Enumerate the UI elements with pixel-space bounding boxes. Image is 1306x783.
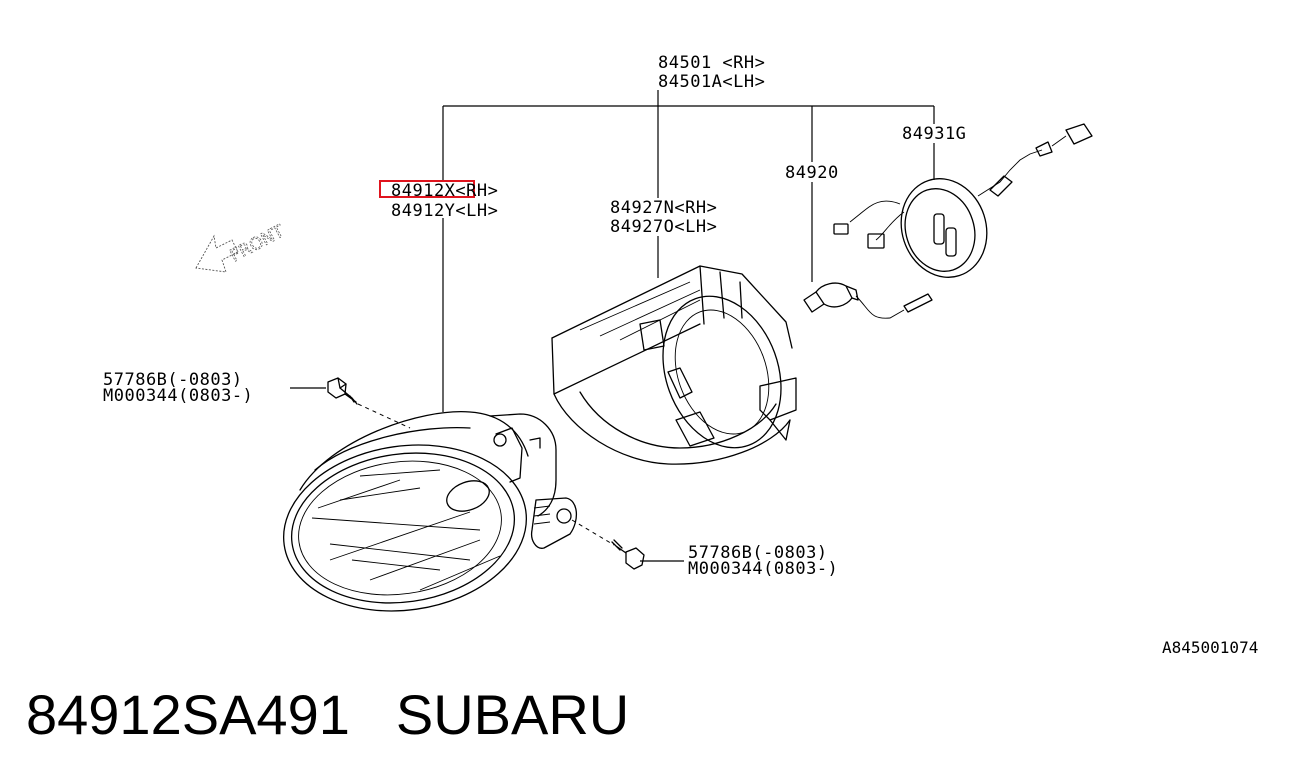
- label-harness[interactable]: 84931G: [902, 124, 966, 144]
- label-assembly-rh: 84501 <RH>: [658, 53, 765, 73]
- front-label: FRONT: [227, 221, 288, 266]
- diagram-code: A845001074: [1162, 638, 1258, 657]
- caption-brand: SUBARU: [395, 683, 630, 746]
- fog-lamp-drawing: [282, 411, 577, 612]
- bolt-left-icon: [327, 377, 358, 405]
- label-assembly-lh: 84501A<LH>: [658, 72, 765, 92]
- bulb-drawing: [803, 282, 933, 319]
- label-bolt-left-2[interactable]: M000344(0803-): [103, 386, 253, 406]
- label-lamp-rh[interactable]: 84912X<RH>: [391, 181, 498, 201]
- front-arrow-icon: FRONT: [195, 221, 289, 273]
- bolt-left-dashed-line: [357, 403, 411, 429]
- label-bolt-right-2[interactable]: M000344(0803-): [688, 559, 838, 579]
- label-bolt-left-1[interactable]: 57786B(-0803): [103, 370, 243, 390]
- label-bolt-right-1[interactable]: 57786B(-0803): [688, 543, 828, 563]
- caption: 84912SA491 SUBARU: [26, 682, 629, 747]
- label-lamp-lh[interactable]: 84912Y<LH>: [391, 201, 498, 221]
- bolt-right-icon: [611, 539, 645, 570]
- leader-lines: [290, 90, 935, 562]
- harness-drawing: [833, 123, 1093, 278]
- label-bracket-lh[interactable]: 84927O<LH>: [610, 217, 717, 237]
- caption-part-number: 84912SA491: [26, 683, 350, 746]
- bolt-right-dashed-line: [571, 519, 615, 546]
- label-bulb[interactable]: 84920: [785, 163, 839, 183]
- label-bracket-rh[interactable]: 84927N<RH>: [610, 198, 717, 218]
- highlight-box: [379, 180, 475, 198]
- bracket-drawing: [551, 265, 797, 465]
